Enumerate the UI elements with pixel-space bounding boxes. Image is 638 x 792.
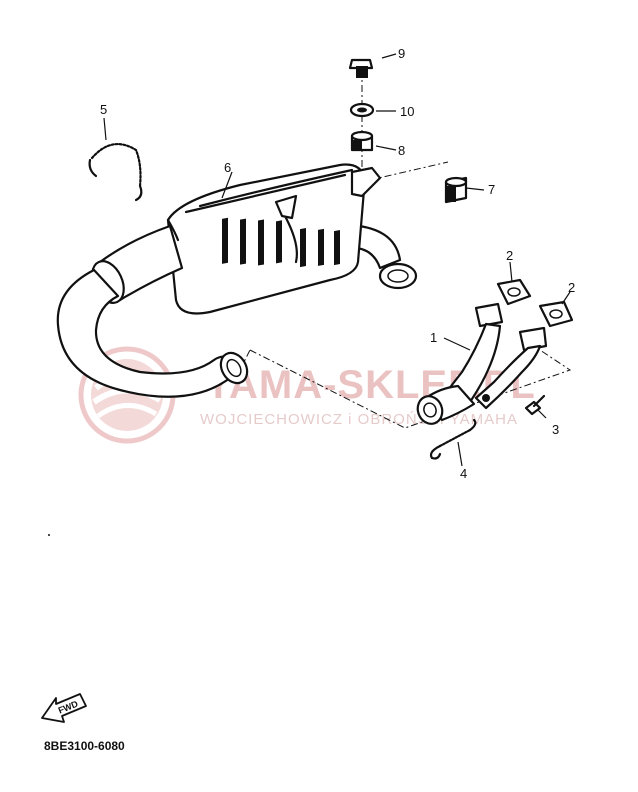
spring-pipe	[429, 418, 477, 460]
spring-muffler	[88, 142, 143, 202]
damper	[444, 176, 468, 204]
callout-2-left: 2	[506, 248, 513, 263]
collar	[350, 130, 374, 152]
bolt	[524, 394, 546, 416]
front-pipe	[56, 268, 249, 398]
callout-6: 5	[100, 102, 107, 117]
gasket-right	[538, 300, 574, 328]
leader-lines	[103, 53, 571, 467]
callout-5: 6	[224, 160, 231, 175]
exhaust-pipe	[416, 302, 548, 425]
callout-2-right: 2	[568, 280, 575, 295]
callout-9: 7	[488, 182, 495, 197]
fwd-arrow: FWD	[41, 693, 87, 723]
callout-10: 10	[400, 104, 414, 119]
watermark-sub-text: WOJCIECHOWICZ i OBROŃSKI YAMAHA	[200, 411, 518, 428]
callouts: 9 10 8 7 6 5 2 2 1 3 4	[100, 46, 575, 481]
callout-4: 4	[460, 466, 467, 481]
callout-1: 1	[430, 330, 437, 345]
callout-7: 9	[398, 46, 405, 61]
speck	[48, 534, 50, 536]
bolt-top	[348, 58, 374, 78]
muffler-ribs	[222, 217, 340, 268]
callout-3: 3	[552, 422, 559, 437]
gasket-left	[496, 278, 532, 306]
diagram-code: 8BE3100-6080	[44, 739, 125, 753]
muffler	[91, 163, 418, 315]
washer	[349, 102, 375, 118]
callout-8: 8	[398, 143, 405, 158]
